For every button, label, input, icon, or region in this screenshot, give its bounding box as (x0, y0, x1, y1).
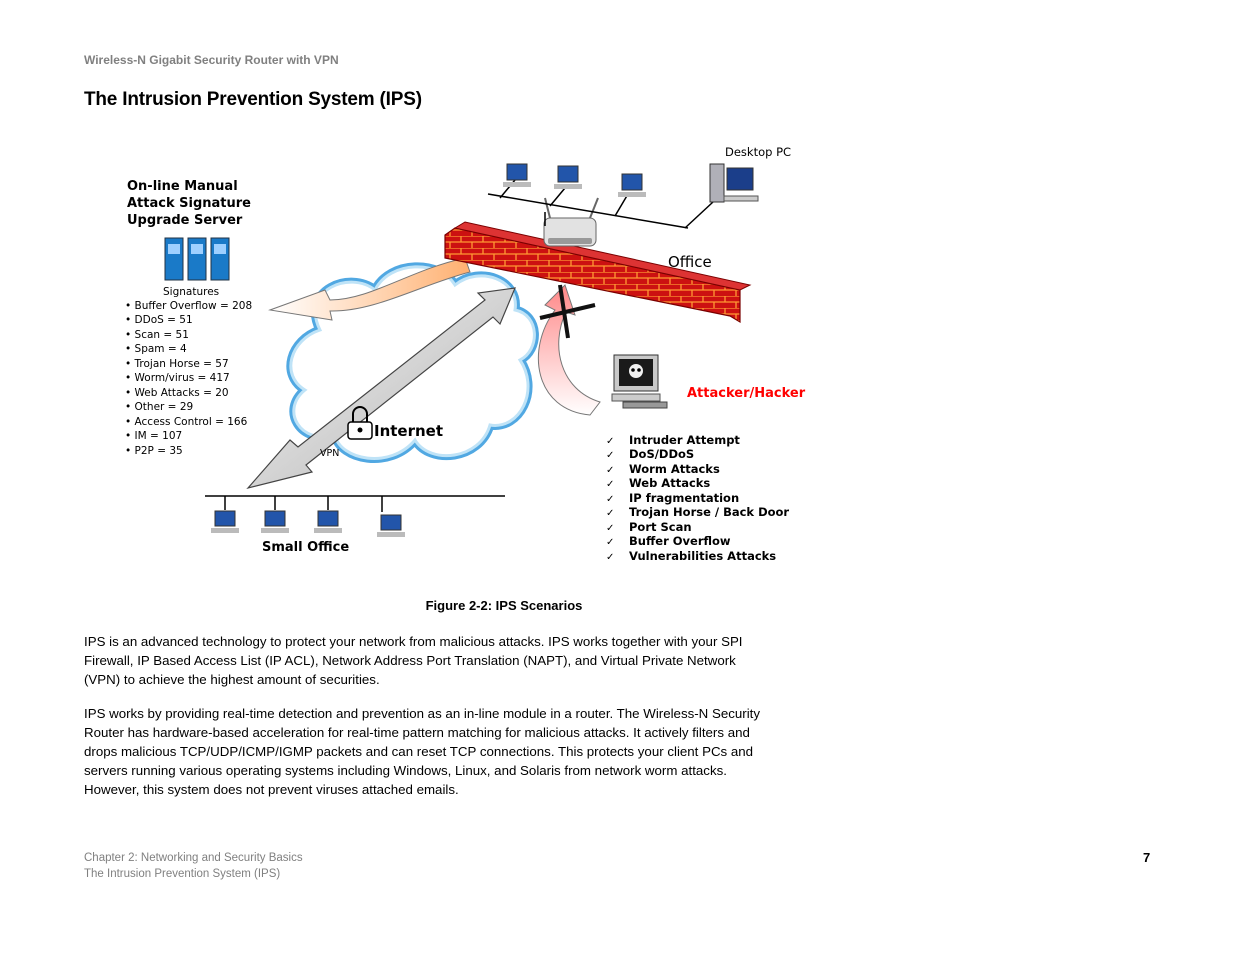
bullet-icon: ✓ (606, 508, 614, 519)
bullet-icon: ✓ (606, 479, 614, 490)
office-pc-3 (618, 173, 646, 197)
attack-item: Intruder Attempt (629, 433, 740, 447)
desktop-pc-label: Desktop PC (725, 145, 791, 159)
office-label: Office (668, 253, 712, 271)
page-number: 7 (1143, 850, 1151, 865)
signature-list: • Buffer Overflow = 208 • DDoS = 51 • Sc… (125, 300, 255, 457)
ips-scenario-diagram: Desktop PC Office On-line Manual Attack … (125, 145, 806, 563)
body-paragraph-2: IPS works by providing real-time detecti… (84, 706, 760, 797)
signature-item: • Spam = 4 (125, 343, 187, 355)
office-lan (487, 179, 714, 229)
attack-item: IP fragmentation (629, 491, 739, 505)
small-office-pc-4 (377, 514, 405, 537)
footer-chapter: Chapter 2: Networking and Security Basic… (84, 852, 303, 864)
signature-item: • Buffer Overflow = 208 (125, 300, 252, 312)
bullet-icon: ✓ (606, 450, 614, 461)
desktop-pc-icon (709, 163, 759, 203)
office-pc-2 (554, 165, 582, 189)
signature-item: • Access Control = 166 (125, 416, 248, 428)
server-title-line-2: Attack Signature (127, 196, 251, 211)
internet-label: Internet (374, 422, 443, 440)
router-device (543, 197, 599, 247)
signature-update-arrow (268, 257, 471, 321)
attack-list: ✓ Intruder Attempt ✓ DoS/DDoS ✓ Worm Att… (606, 433, 789, 563)
page-title: The Intrusion Prevention System (IPS) (84, 89, 422, 110)
signature-item: • Web Attacks = 20 (125, 387, 229, 399)
bullet-icon: ✓ (606, 494, 614, 505)
attack-item: Trojan Horse / Back Door (629, 505, 789, 519)
figure-caption: Figure 2-2: IPS Scenarios (425, 598, 583, 613)
bullet-icon: ✓ (606, 537, 614, 548)
attacker-computer-icon (611, 354, 668, 409)
small-office-pc-2 (261, 510, 289, 533)
signature-item: • Trojan Horse = 57 (125, 358, 229, 370)
attack-item: Web Attacks (629, 476, 710, 490)
signature-item: • P2P = 35 (125, 445, 183, 457)
signature-item: • DDoS = 51 (125, 314, 193, 326)
bullet-icon: ✓ (606, 552, 614, 563)
running-header: Wireless-N Gigabit Security Router with … (84, 53, 339, 67)
vpn-label: VPN (320, 448, 339, 459)
footer-section: The Intrusion Prevention System (IPS) (84, 868, 281, 880)
attack-item: Vulnerabilities Attacks (629, 549, 776, 563)
attack-item: DoS/DDoS (629, 447, 694, 461)
bullet-icon: ✓ (606, 436, 614, 447)
bullet-icon: ✓ (606, 523, 614, 534)
server-title: On-line Manual Attack Signature Upgrade … (127, 179, 256, 228)
firewall (444, 221, 752, 324)
signature-item: • Worm/virus = 417 (125, 372, 230, 384)
blocked-attack-arrow (537, 284, 601, 416)
page-footer: Chapter 2: Networking and Security Basic… (84, 850, 303, 882)
signature-item: • IM = 107 (125, 430, 182, 442)
small-office-lan (205, 495, 505, 512)
server-title-line-3: Upgrade Server (127, 213, 243, 228)
signatures-label: Signatures (163, 286, 219, 298)
attack-item: Port Scan (629, 520, 692, 534)
body-paragraph-1: IPS is an advanced technology to protect… (84, 634, 743, 687)
office-pc-1 (503, 163, 531, 187)
bullet-icon: ✓ (606, 465, 614, 476)
signature-item: • Other = 29 (125, 401, 193, 413)
signature-item: • Scan = 51 (125, 329, 189, 341)
vpn-tunnel-arrow (246, 287, 516, 490)
small-office-label: Small Office (262, 540, 349, 555)
signature-server-icon (164, 237, 230, 281)
small-office-pc-1 (211, 510, 239, 533)
small-office-pc-3 (314, 510, 342, 533)
lock-icon (347, 406, 373, 440)
attacker-label: Attacker/Hacker (687, 386, 806, 401)
server-title-line-1: On-line Manual (127, 179, 238, 194)
attack-item: Buffer Overflow (629, 534, 731, 548)
attack-item: Worm Attacks (629, 462, 720, 476)
